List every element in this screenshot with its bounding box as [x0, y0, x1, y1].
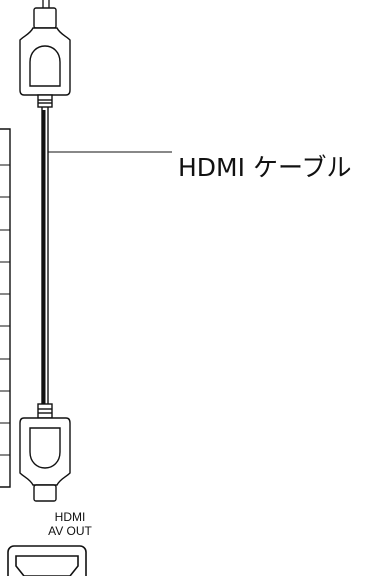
top-hdmi-plug — [19, 7, 71, 108]
hdmi-cable — [41, 107, 49, 404]
bottom-hdmi-plug — [19, 403, 71, 502]
cable-label: HDMI ケーブル — [178, 153, 352, 182]
port-label-hdmi: HDMI — [54, 510, 86, 524]
port-label-av-out: AV OUT — [48, 524, 92, 538]
hdmi-av-out-port — [7, 545, 87, 576]
device-panel — [0, 128, 11, 488]
